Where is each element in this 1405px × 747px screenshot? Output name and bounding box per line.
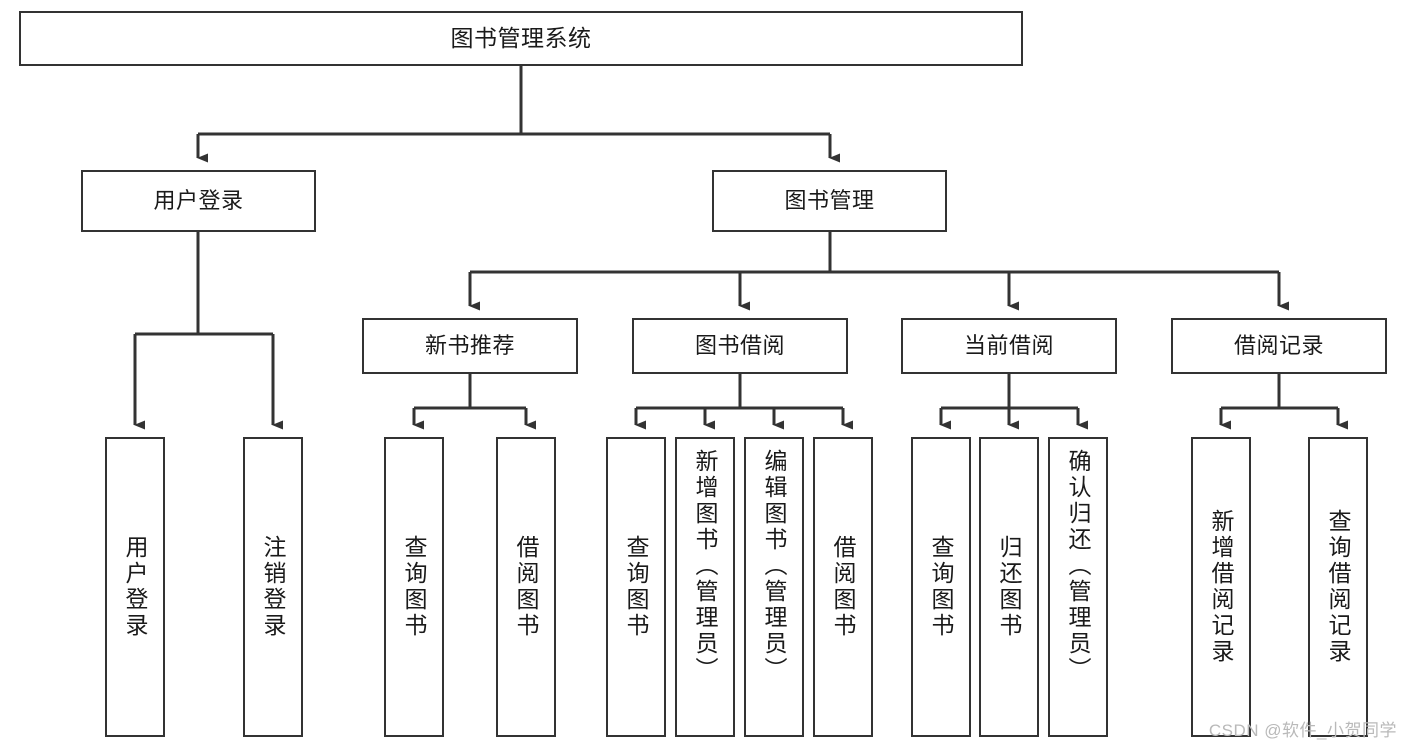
leaf-borrow-book-recommend[interactable]: 借阅图书: [496, 437, 556, 737]
leaf-borrow-book[interactable]: 借阅图书: [813, 437, 873, 737]
leaf-confirm-return-admin[interactable]: 确认归还（管理员）: [1048, 437, 1108, 737]
node-root-system[interactable]: 图书管理系统: [19, 11, 1023, 66]
leaf-return-book[interactable]: 归还图书: [979, 437, 1039, 737]
leaf-query-book-current[interactable]: 查询图书: [911, 437, 971, 737]
node-book-management[interactable]: 图书管理: [712, 170, 947, 232]
node-book-borrow[interactable]: 图书借阅: [632, 318, 848, 374]
node-label: 当前借阅: [963, 332, 1054, 358]
node-label: 用户登录: [122, 535, 149, 639]
node-label: 借阅记录: [1233, 332, 1324, 358]
node-user-login[interactable]: 用户登录: [81, 170, 316, 232]
leaf-add-book-admin[interactable]: 新增图书（管理员）: [675, 437, 735, 737]
node-label: 查询图书: [401, 535, 428, 639]
leaf-query-borrow-record[interactable]: 查询借阅记录: [1308, 437, 1368, 737]
node-label: 注销登录: [260, 535, 287, 639]
node-label: 新增图书（管理员）: [692, 449, 719, 683]
node-label: 归还图书: [996, 535, 1023, 639]
node-label: 借阅图书: [830, 535, 857, 639]
node-label: 图书管理: [784, 187, 875, 213]
node-label: 借阅图书: [513, 535, 540, 639]
node-current-borrow[interactable]: 当前借阅: [901, 318, 1117, 374]
leaf-query-book-borrow[interactable]: 查询图书: [606, 437, 666, 737]
leaf-query-book-recommend[interactable]: 查询图书: [384, 437, 444, 737]
node-label: 新增借阅记录: [1208, 509, 1235, 665]
node-label: 新书推荐: [424, 332, 515, 358]
node-new-book-recommend[interactable]: 新书推荐: [362, 318, 578, 374]
node-label: 编辑图书（管理员）: [761, 449, 788, 683]
node-label: 确认归还（管理员）: [1065, 449, 1092, 683]
csdn-watermark: CSDN @软件_小贺同学: [1208, 721, 1397, 740]
leaf-logout[interactable]: 注销登录: [243, 437, 303, 737]
node-borrow-record[interactable]: 借阅记录: [1171, 318, 1387, 374]
leaf-add-borrow-record[interactable]: 新增借阅记录: [1191, 437, 1251, 737]
leaf-edit-book-admin[interactable]: 编辑图书（管理员）: [744, 437, 804, 737]
node-label: 查询图书: [928, 535, 955, 639]
leaf-user-login[interactable]: 用户登录: [105, 437, 165, 737]
node-label: 查询借阅记录: [1325, 509, 1352, 665]
node-label: 查询图书: [623, 535, 650, 639]
node-label: 图书借阅: [694, 332, 785, 358]
node-label: 用户登录: [153, 187, 244, 213]
node-label: 图书管理系统: [450, 24, 592, 51]
